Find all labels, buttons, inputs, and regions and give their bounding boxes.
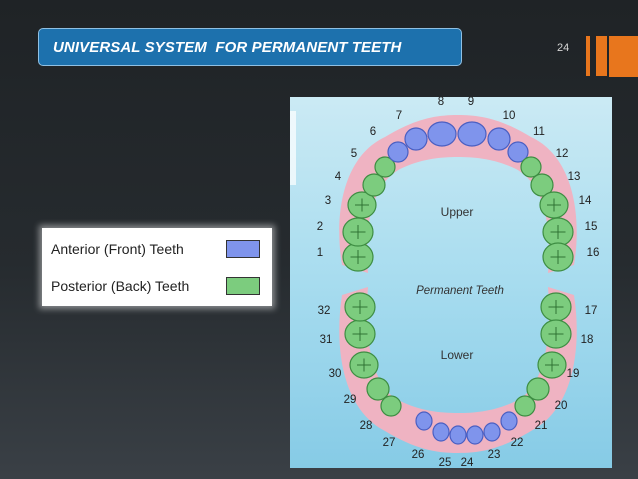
tooth-groove-16	[550, 250, 566, 264]
tooth-number-23: 23	[488, 449, 501, 461]
tooth-22	[500, 411, 518, 431]
tooth-number-7: 7	[396, 110, 402, 122]
tooth-number-29: 29	[344, 394, 357, 406]
legend-posterior-label: Posterior (Back) Teeth	[51, 278, 190, 294]
tooth-groove-30	[357, 358, 371, 372]
tooth-groove-31	[352, 327, 368, 341]
tooth-number-4: 4	[335, 171, 342, 183]
tooth-number-32: 32	[318, 305, 331, 317]
diagram-caption: Permanent Teeth	[416, 285, 504, 297]
tooth-25	[449, 425, 467, 445]
tooth-number-17: 17	[585, 305, 598, 317]
tooth-number-1: 1	[317, 247, 323, 259]
tooth-number-18: 18	[581, 334, 594, 346]
tooth-13	[530, 173, 554, 197]
accent-bar	[596, 36, 607, 76]
accent-bar	[609, 36, 638, 76]
slide-title: UNIVERSAL SYSTEM FOR PERMANENT TEETH	[53, 38, 402, 56]
tooth-21	[514, 395, 536, 417]
upper-label: Upper	[441, 205, 474, 219]
tooth-number-9: 9	[468, 97, 474, 108]
accent-bar	[586, 36, 590, 76]
tooth-6	[387, 141, 409, 163]
tooth-26	[432, 422, 450, 442]
legend-posterior-swatch	[226, 277, 260, 295]
tooth-number-3: 3	[325, 195, 331, 207]
tooth-number-14: 14	[579, 195, 592, 207]
tooth-groove-14	[547, 198, 561, 212]
tooth-7	[404, 127, 428, 151]
tooth-number-8: 8	[438, 97, 444, 108]
tooth-number-10: 10	[503, 110, 516, 122]
tooth-number-22: 22	[511, 437, 524, 449]
tooth-27	[415, 411, 433, 431]
tooth-number-21: 21	[535, 420, 548, 432]
tooth-number-31: 31	[320, 334, 333, 346]
tooth-groove-1	[350, 250, 366, 264]
tooth-number-5: 5	[351, 148, 357, 160]
tooth-24	[466, 425, 484, 445]
lower-label: Lower	[441, 348, 474, 362]
tooth-groove-2	[350, 225, 366, 239]
tooth-number-25: 25	[439, 457, 452, 468]
tooth-23	[483, 422, 501, 442]
tooth-number-20: 20	[555, 400, 568, 412]
tooth-number-11: 11	[533, 126, 545, 138]
tooth-number-16: 16	[587, 247, 600, 259]
diagram-background	[290, 97, 612, 468]
tooth-number-6: 6	[370, 126, 376, 138]
tooth-number-24: 24	[461, 457, 474, 468]
tooth-groove-19	[545, 358, 559, 372]
tooth-number-12: 12	[556, 148, 569, 160]
tooth-9	[457, 121, 487, 147]
tooth-8	[427, 121, 457, 147]
tooth-29	[366, 377, 390, 401]
tooth-number-13: 13	[568, 171, 581, 183]
tooth-20	[526, 377, 550, 401]
tooth-groove-3	[355, 198, 369, 212]
tooth-number-19: 19	[567, 368, 580, 380]
legend-anterior-label: Anterior (Front) Teeth	[51, 241, 184, 257]
tooth-5	[374, 156, 396, 178]
tooth-12	[520, 156, 542, 178]
tooth-number-2: 2	[317, 221, 323, 233]
tooth-number-26: 26	[412, 449, 425, 461]
tooth-4	[362, 173, 386, 197]
tooth-28	[380, 395, 402, 417]
tooth-10	[487, 127, 511, 151]
tooth-number-30: 30	[329, 368, 342, 380]
legend: Anterior (Front) Teeth Posterior (Back) …	[42, 228, 272, 306]
tooth-number-15: 15	[585, 221, 598, 233]
tooth-groove-15	[550, 225, 566, 239]
accent-bar	[609, 76, 638, 77]
legend-anterior-swatch	[226, 240, 260, 258]
tooth-groove-32	[352, 300, 368, 314]
slide-title-box: UNIVERSAL SYSTEM FOR PERMANENT TEETH	[38, 28, 462, 66]
page-number: 24	[557, 42, 570, 54]
diagram-edge-strip	[290, 111, 296, 185]
tooth-groove-17	[548, 300, 564, 314]
tooth-number-28: 28	[360, 420, 373, 432]
tooth-11	[507, 141, 529, 163]
tooth-groove-18	[548, 327, 564, 341]
tooth-number-27: 27	[383, 437, 396, 449]
